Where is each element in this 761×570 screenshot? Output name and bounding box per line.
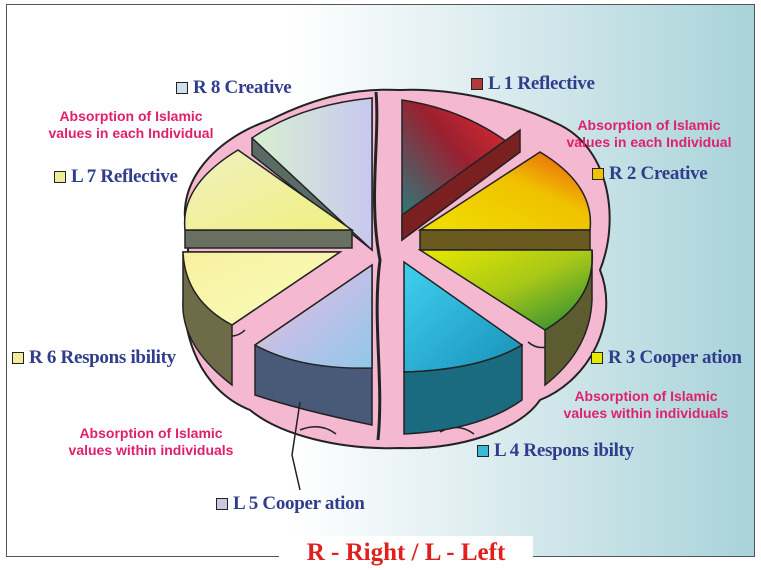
label-r6-responsibility: R 6 Respons ibility bbox=[12, 347, 176, 369]
swatch-icon bbox=[592, 168, 604, 180]
swatch-icon bbox=[54, 171, 66, 183]
swatch-icon bbox=[12, 352, 24, 364]
legend-footer: R - Right / L - Left bbox=[279, 536, 533, 570]
label-r3-cooperation: R 3 Cooper ation bbox=[591, 347, 742, 369]
slice-l4-responsibility bbox=[403, 260, 524, 435]
label-r8-creative: R 8 Creative bbox=[176, 77, 292, 99]
swatch-icon bbox=[591, 352, 603, 364]
slice-l7-reflective bbox=[183, 149, 355, 249]
slice-r2-creative bbox=[417, 151, 592, 251]
swatch-icon bbox=[477, 445, 489, 457]
slice-r8-creative bbox=[250, 96, 373, 252]
label-l5-cooperation: L 5 Cooper ation bbox=[216, 493, 365, 515]
slice-r6-responsibility bbox=[182, 251, 343, 387]
slice-l1-reflective bbox=[401, 99, 522, 242]
swatch-icon bbox=[471, 78, 483, 90]
label-l4-responsibility: L 4 Respons ibilty bbox=[477, 440, 634, 462]
pointer-line bbox=[291, 401, 301, 491]
swatch-icon bbox=[176, 82, 188, 94]
swatch-icon bbox=[216, 498, 228, 510]
slice-l5-cooperation bbox=[253, 263, 373, 426]
label-r2-creative: R 2 Creative bbox=[592, 163, 708, 185]
label-l7-reflective: L 7 Reflective bbox=[54, 166, 178, 188]
label-l1-reflective: L 1 Reflective bbox=[471, 73, 595, 95]
slice-r3-cooperation bbox=[417, 249, 594, 387]
